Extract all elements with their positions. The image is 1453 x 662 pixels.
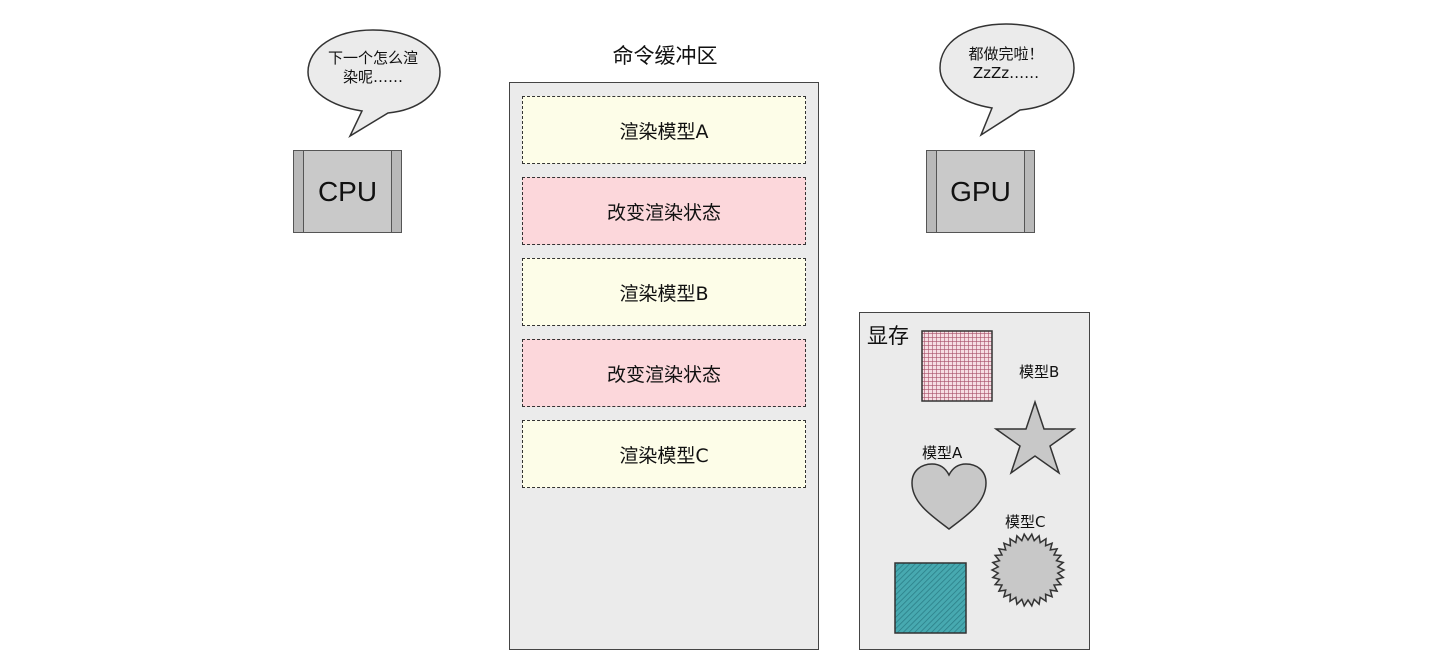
model-b-label: 模型B <box>1019 363 1060 381</box>
command-buffer-title: 命令缓冲区 <box>612 44 718 68</box>
gpu-label: GPU <box>950 175 1011 207</box>
command-buffer: 渲染模型A 改变渲染状态 渲染模型B 改变渲染状态 渲染模型C <box>509 82 819 650</box>
model-a-label: 模型A <box>922 444 963 462</box>
cpu-label: CPU <box>317 175 378 207</box>
vram-panel: 显存 模型B 模型A 模型C <box>859 312 1090 650</box>
vram-title: 显存 <box>867 324 909 348</box>
gpu-chip: GPU <box>926 150 1035 233</box>
model-a-heart-icon <box>911 463 987 530</box>
speech-bubble-icon <box>307 29 441 138</box>
command-render-model-b: 渲染模型B <box>522 258 806 326</box>
command-render-model-c: 渲染模型C <box>522 420 806 488</box>
command-render-model-a: 渲染模型A <box>522 96 806 164</box>
model-c-label: 模型C <box>1005 513 1046 531</box>
command-label: 渲染模型C <box>619 444 709 467</box>
command-change-render-state: 改变渲染状态 <box>522 339 806 407</box>
texture-hatched-square <box>894 562 967 634</box>
model-c-sawtooth-icon <box>990 532 1066 608</box>
gpu-thought-text: 都做完啦！ ZzZz…… <box>968 45 1044 82</box>
model-b-star-icon <box>993 399 1077 475</box>
command-label: 改变渲染状态 <box>606 363 721 386</box>
cpu-chip: CPU <box>293 150 402 233</box>
vram-contents <box>894 330 1077 634</box>
gpu-thought-bubble: 都做完啦！ ZzZz…… <box>934 20 1078 138</box>
cpu-thought-text: 下一个怎么渲 染呢…… <box>327 49 418 86</box>
command-change-render-state: 改变渲染状态 <box>522 177 806 245</box>
cpu-thought-bubble: 下一个怎么渲 染呢…… <box>302 26 444 138</box>
command-label: 渲染模型A <box>619 120 709 143</box>
texture-grid-square <box>921 330 993 402</box>
command-label: 渲染模型B <box>619 282 709 305</box>
speech-bubble-icon <box>939 23 1075 137</box>
command-label: 改变渲染状态 <box>606 201 721 224</box>
